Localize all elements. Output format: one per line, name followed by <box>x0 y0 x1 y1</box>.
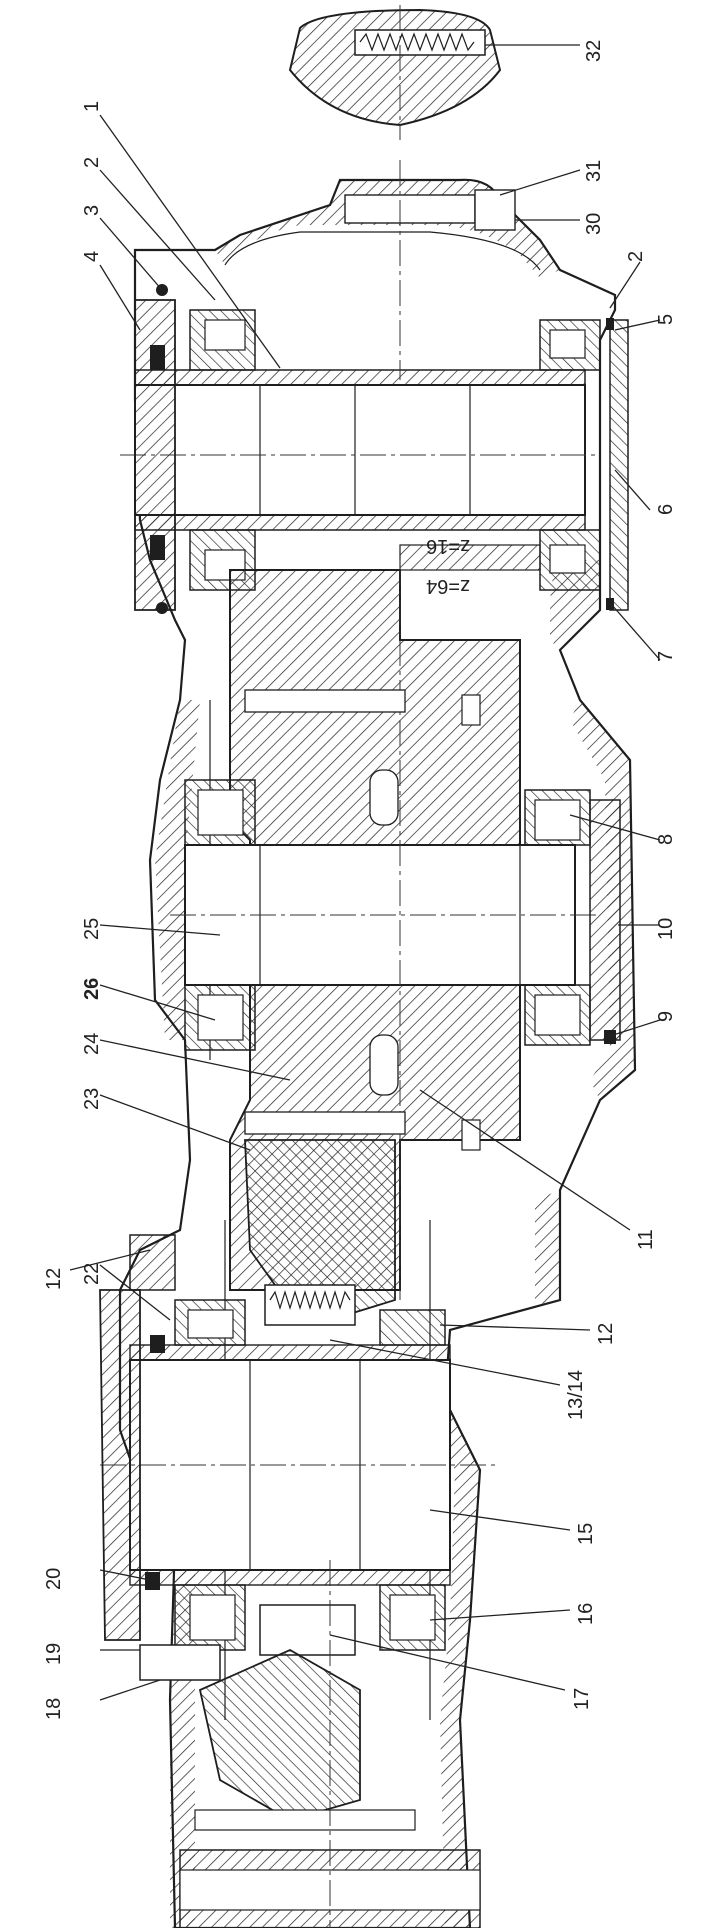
label-16: 16 <box>575 1603 597 1625</box>
label-15: 15 <box>575 1523 597 1545</box>
label-19: 19 <box>43 1643 65 1665</box>
label-23: 23 <box>81 1088 103 1110</box>
label-25: 25 <box>81 918 103 940</box>
label-32: 32 <box>583 40 605 62</box>
label-30: 30 <box>583 213 605 235</box>
detail-32 <box>288 5 502 140</box>
label-31: 31 <box>583 160 605 182</box>
leader-lines <box>69 44 661 1701</box>
label-24: 24 <box>81 1033 103 1055</box>
intermediate-gear-assembly <box>170 560 621 1321</box>
lower-shaft-assembly <box>99 1234 500 1928</box>
label-10: 10 <box>655 918 677 940</box>
label-26: 26 <box>81 978 103 1000</box>
label-11: 11 <box>635 1229 657 1250</box>
label-8: 8 <box>655 834 677 845</box>
label-1: 1 <box>81 101 103 112</box>
plug-screw-30-31 <box>344 160 516 380</box>
label-17: 17 <box>571 1688 593 1710</box>
label-5: 5 <box>655 314 677 325</box>
part-labels: 1 2 3 4 2 5 6 7 8 10 9 25 26 24 23 22 12… <box>43 40 677 1720</box>
label-13-14: 13/14 <box>565 1370 587 1420</box>
label-2-right: 2 <box>625 251 647 262</box>
label-12-right: 12 <box>595 1323 617 1345</box>
label-3: 3 <box>81 205 103 216</box>
label-12-left: 12 <box>43 1268 65 1290</box>
label-6: 6 <box>655 504 677 515</box>
label-18: 18 <box>43 1698 65 1720</box>
label-7: 7 <box>655 651 677 662</box>
upper-shaft-assembly: z=16 z=64 <box>120 284 629 614</box>
label-22: 22 <box>81 1263 103 1285</box>
label-2-top: 2 <box>81 157 103 168</box>
label-20: 20 <box>43 1568 65 1590</box>
label-4: 4 <box>81 251 103 262</box>
gear-mark-z64: z=64 <box>426 575 470 597</box>
label-9: 9 <box>655 1011 677 1022</box>
